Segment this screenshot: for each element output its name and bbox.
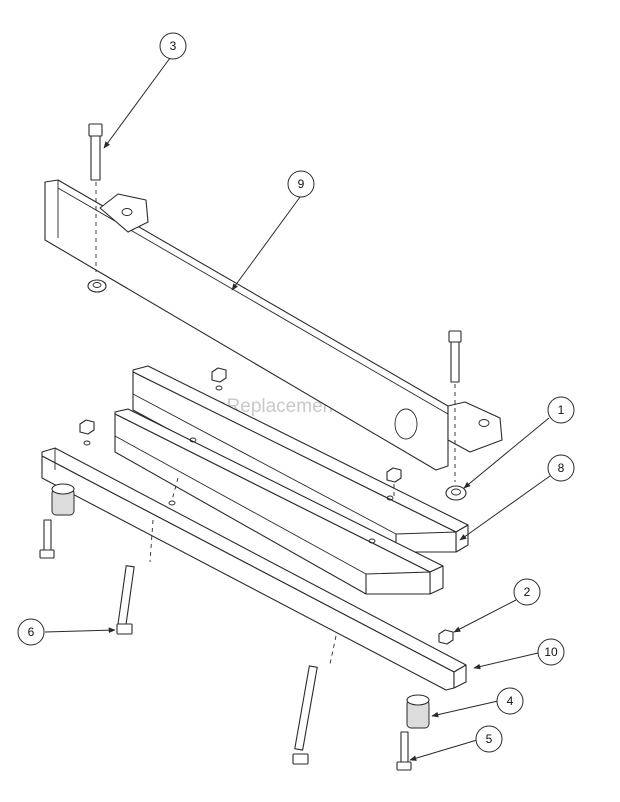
leader-10 [473, 652, 539, 670]
part-8-pad-lower [114, 408, 444, 595]
part-4-spacer-right [406, 694, 430, 729]
callout-9-label: 9 [298, 177, 305, 191]
callout-8: 8 [547, 454, 575, 482]
part-3-bolt-right [448, 330, 462, 482]
part-2-nut-a [211, 367, 227, 391]
part-2-nut-c [79, 419, 95, 446]
callout-2-label: 2 [524, 585, 531, 599]
callout-3: 3 [159, 32, 187, 60]
callout-4-label: 4 [507, 694, 514, 708]
part-5-bolt-right [396, 731, 412, 771]
leader-6 [44, 627, 116, 633]
part-5-bolt-left [39, 519, 55, 559]
callout-9: 9 [287, 170, 315, 198]
callout-4: 4 [496, 687, 524, 715]
callout-6: 6 [17, 618, 45, 646]
part-3-bolt-left [88, 123, 103, 272]
callout-10-label: 10 [544, 645, 558, 659]
callout-1: 1 [547, 396, 575, 424]
callout-1-label: 1 [558, 403, 565, 417]
part-9-bracket [44, 179, 503, 471]
callout-6-label: 6 [28, 625, 35, 639]
leader-5 [409, 739, 478, 761]
callout-2: 2 [513, 578, 541, 606]
leader-9 [231, 196, 301, 291]
leader-8 [459, 475, 551, 541]
part-8-pad-upper [132, 365, 469, 553]
callout-3-label: 3 [170, 39, 177, 53]
part-10-channel [41, 447, 467, 691]
part-2-nut-b [386, 467, 402, 501]
part-1-nut-left [87, 279, 107, 293]
part-6-bolt-left [116, 519, 154, 635]
part-6-bolt-right [292, 635, 337, 765]
callout-5: 5 [475, 725, 503, 753]
leader-2 [453, 599, 517, 633]
part-4-spacer-left [51, 483, 75, 516]
part-1-nut-right [445, 485, 467, 501]
callout-5-label: 5 [486, 732, 493, 746]
callout-10: 10 [537, 638, 565, 666]
leader-3 [103, 57, 171, 149]
callout-8-label: 8 [558, 461, 565, 475]
leader-4 [431, 700, 499, 718]
leader-1 [463, 417, 550, 489]
